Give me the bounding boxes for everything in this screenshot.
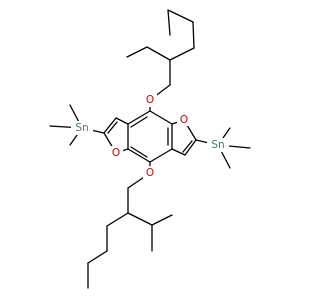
- bond: [103, 117, 117, 134]
- atom-label-tin: Sn: [75, 122, 88, 134]
- bond: [127, 212, 153, 226]
- bond: [169, 47, 195, 61]
- atom-label-oxygen: O: [146, 167, 154, 179]
- bond: [149, 110, 173, 125]
- bond: [130, 146, 148, 158]
- bond: [184, 139, 197, 156]
- bond: [151, 214, 173, 226]
- bond: [182, 140, 193, 153]
- molecule-drawing: O O O O Sn Sn: [49, 9, 251, 289]
- bond: [167, 9, 171, 36]
- bond: [127, 110, 151, 125]
- bond: [127, 148, 151, 163]
- bond: [106, 212, 129, 227]
- bond: [167, 9, 194, 23]
- atom-label-tin: Sn: [211, 139, 224, 151]
- bond: [146, 46, 171, 61]
- atom-label-oxygen: O: [180, 114, 188, 126]
- bond: [192, 21, 195, 49]
- bond: [107, 121, 118, 134]
- atom-label-oxygen: O: [112, 147, 120, 159]
- bond: [115, 117, 129, 125]
- bonds: [49, 9, 251, 289]
- bond: [130, 116, 148, 128]
- bond: [126, 46, 148, 58]
- structure-diagram: O O O O Sn Sn: [49, 9, 251, 289]
- bond: [149, 148, 173, 163]
- atom-label-oxygen: O: [146, 94, 154, 106]
- atom-labels: O O O O Sn Sn: [71, 94, 229, 179]
- bond: [171, 148, 186, 156]
- bond: [87, 250, 108, 264]
